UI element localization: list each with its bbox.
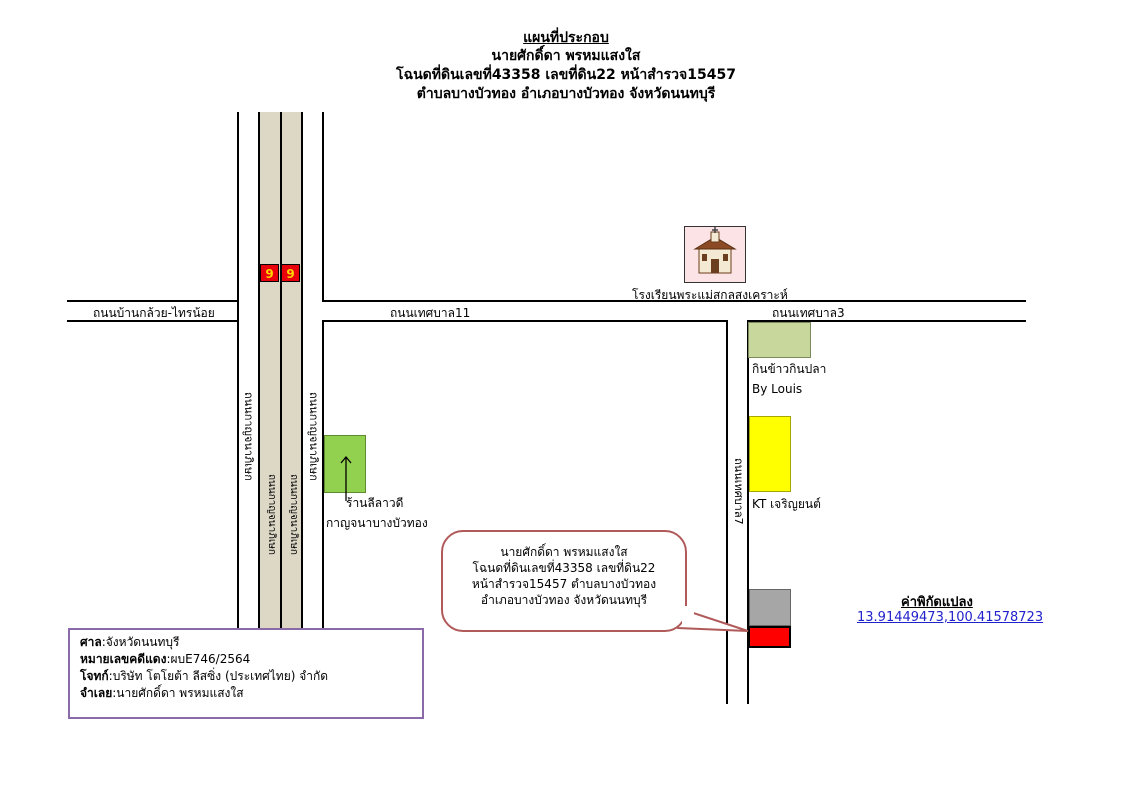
defendant-label: จำเลย (80, 686, 113, 700)
road-line (67, 320, 239, 322)
plaintiff-row: โจทก์:บริษัท โตโยต้า ลีสซิ่ง (ประเทศไทย)… (80, 668, 412, 685)
case-info-box: ศาล:จังหวัดนนทบุรี หมายเลขคดีแดง:ผบE746/… (68, 628, 424, 719)
callout-pointer-cover (682, 606, 694, 626)
neighbor-plot (749, 589, 791, 626)
court-row: ศาล:จังหวัดนนทบุรี (80, 634, 412, 651)
shop-label: ร้านลีลาวดี (346, 496, 404, 510)
restaurant-label: กินข้าวกินปลา (752, 362, 827, 376)
road-line (322, 300, 1026, 302)
property-callout: นายศักดิ์ดา พรหมแสงใส โฉนดที่ดินเลขที่43… (441, 530, 687, 632)
road-line (67, 300, 239, 302)
restaurant-block (748, 322, 811, 358)
shop-block (324, 435, 366, 493)
road-label-kanchanaphisek: ถนนกาญจนาภิเษก (307, 392, 320, 481)
case-number-row: หมายเลขคดีแดง:ผบE746/2564 (80, 651, 412, 668)
restaurant-label: By Louis (752, 382, 803, 396)
case-number-label: หมายเลขคดีแดง (80, 652, 167, 666)
church-icon (693, 227, 737, 274)
road-line (258, 112, 260, 632)
plaintiff-label: โจทก์ (80, 669, 109, 683)
highway-sign: 9 (281, 264, 300, 282)
road-label-kanchanaphisek: ถนนกาญจนาภิเษก (242, 392, 255, 481)
target-plot (748, 626, 791, 648)
road-line (748, 320, 1026, 322)
coordinates-link[interactable]: 13.91449473,100.41578723 (857, 610, 1044, 625)
road-line (322, 321, 324, 631)
school-label: โรงเรียนพระแม่สกลสงเคราะห์ (632, 288, 788, 302)
map-heading: แผนที่ประกอบ (523, 30, 609, 46)
callout-line: อำเภอบางบัวทอง จังหวัดนนทบุรี (480, 593, 648, 607)
road-line (322, 320, 727, 322)
court-label: ศาล (80, 635, 102, 649)
shop-label: กาญจนาบางบัวทอง (326, 516, 428, 530)
road-label-kanchanaphisek: ถนนกาญจนาภิเษก (288, 474, 299, 555)
road-label-thetsaban-11: ถนนเทศบาล11 (390, 306, 471, 320)
road-label-thetsaban-7: ถนนเทศบาล7 (732, 458, 745, 525)
road-label-ban-kluai-sai-noi: ถนนบ้านกล้วย-ไทรน้อย (93, 306, 215, 320)
location-info: ตำบลบางบัวทอง อำเภอบางบัวทอง จังหวัดนนทบ… (416, 86, 716, 102)
road-label-kanchanaphisek: ถนนกาญจนาภิเษก (266, 474, 277, 555)
callout-line: นายศักดิ์ดา พรหมแสงใส (500, 545, 628, 559)
callout-line: โฉนดที่ดินเลขที่43358 เลขที่ดิน22 (472, 561, 656, 575)
defendant-value: :นายศักดิ์ดา พรหมแสงใส (112, 686, 244, 700)
callout-line: หน้าสำรวจ15457 ตำบลบางบัวทอง (471, 577, 657, 591)
coordinates-title: ค่าพิกัดแปลง (901, 595, 973, 610)
defendant-row: จำเลย:นายศักดิ์ดา พรหมแสงใส (80, 685, 412, 702)
case-number-value: :ผบE746/2564 (166, 652, 251, 666)
arrow-up-icon (340, 455, 352, 501)
kt-store-label: KT เจริญยนต์ (752, 497, 821, 511)
road-label-thetsaban-3: ถนนเทศบาล3 (772, 306, 845, 320)
road-line (237, 112, 239, 702)
owner-name: นายศักดิ์ดา พรหมแสงใส (491, 48, 641, 64)
highway-sign: 9 (260, 264, 279, 282)
deed-info: โฉนดที่ดินเลขที่43358 เลขที่ดิน22 หน้าสำ… (396, 67, 736, 83)
kt-store-block (749, 416, 791, 492)
school-marker (684, 226, 746, 283)
road-line (280, 112, 282, 632)
plaintiff-value: :บริษัท โตโยต้า ลีสซิ่ง (ประเทศไทย) จำกั… (108, 669, 329, 683)
road-line (726, 320, 728, 704)
court-value: :จังหวัดนนทบุรี (101, 635, 180, 649)
road-line (747, 320, 749, 704)
road-line (301, 112, 303, 632)
road-line (322, 112, 324, 302)
